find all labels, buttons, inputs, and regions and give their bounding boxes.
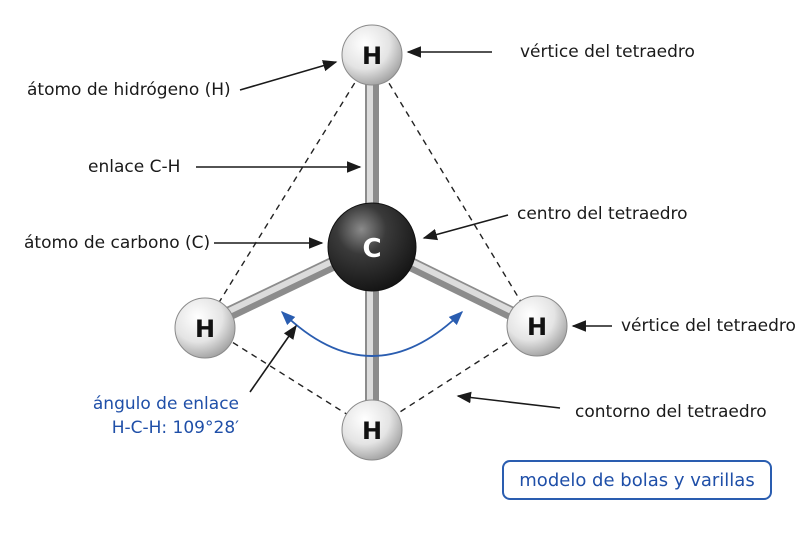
- label-bond-angle-line2: H-C-H: 109°28′: [112, 418, 239, 438]
- model-legend-text: modelo de bolas y varillas: [519, 469, 755, 491]
- hydrogen-atom-top: H: [341, 24, 403, 86]
- callout-arrows: [196, 46, 612, 409]
- hydrogen-symbol: H: [362, 42, 382, 70]
- label-center: centro del tetraedro: [517, 204, 688, 224]
- hydrogen-symbol: H: [527, 313, 547, 341]
- label-vertex-right: vértice del tetraedro: [621, 316, 796, 336]
- label-outline: contorno del tetraedro: [575, 402, 767, 422]
- carbon-symbol: C: [362, 234, 381, 264]
- hydrogen-symbol: H: [362, 417, 382, 445]
- hydrogen-atom-left: H: [174, 297, 236, 359]
- arrow-outline: [456, 391, 561, 409]
- edge-top-left: [204, 54, 373, 326]
- bond-angle-arc: [280, 310, 464, 357]
- edge-top-right: [371, 54, 536, 326]
- hydrogen-atom-bottom: H: [341, 399, 403, 461]
- arrow-hydrogen-atom: [239, 60, 338, 91]
- arrow-bond-angle: [249, 324, 297, 393]
- arrow-center: [422, 214, 509, 241]
- label-vertex-top: vértice del tetraedro: [520, 42, 695, 62]
- label-carbon-atom: átomo de carbono (C): [24, 233, 210, 253]
- label-hydrogen-atom: átomo de hidrógeno (H): [27, 80, 231, 100]
- label-bond-angle-line1: ángulo de enlace: [93, 394, 239, 414]
- model-legend-box: modelo de bolas y varillas: [502, 460, 772, 500]
- tetrahedron-outline: [204, 54, 536, 431]
- carbon-atom: C: [327, 202, 417, 292]
- hydrogen-atom-right: H: [506, 295, 568, 357]
- label-ch-bond: enlace C-H: [88, 157, 180, 177]
- bond-top: [365, 53, 379, 237]
- hydrogen-symbol: H: [195, 315, 215, 343]
